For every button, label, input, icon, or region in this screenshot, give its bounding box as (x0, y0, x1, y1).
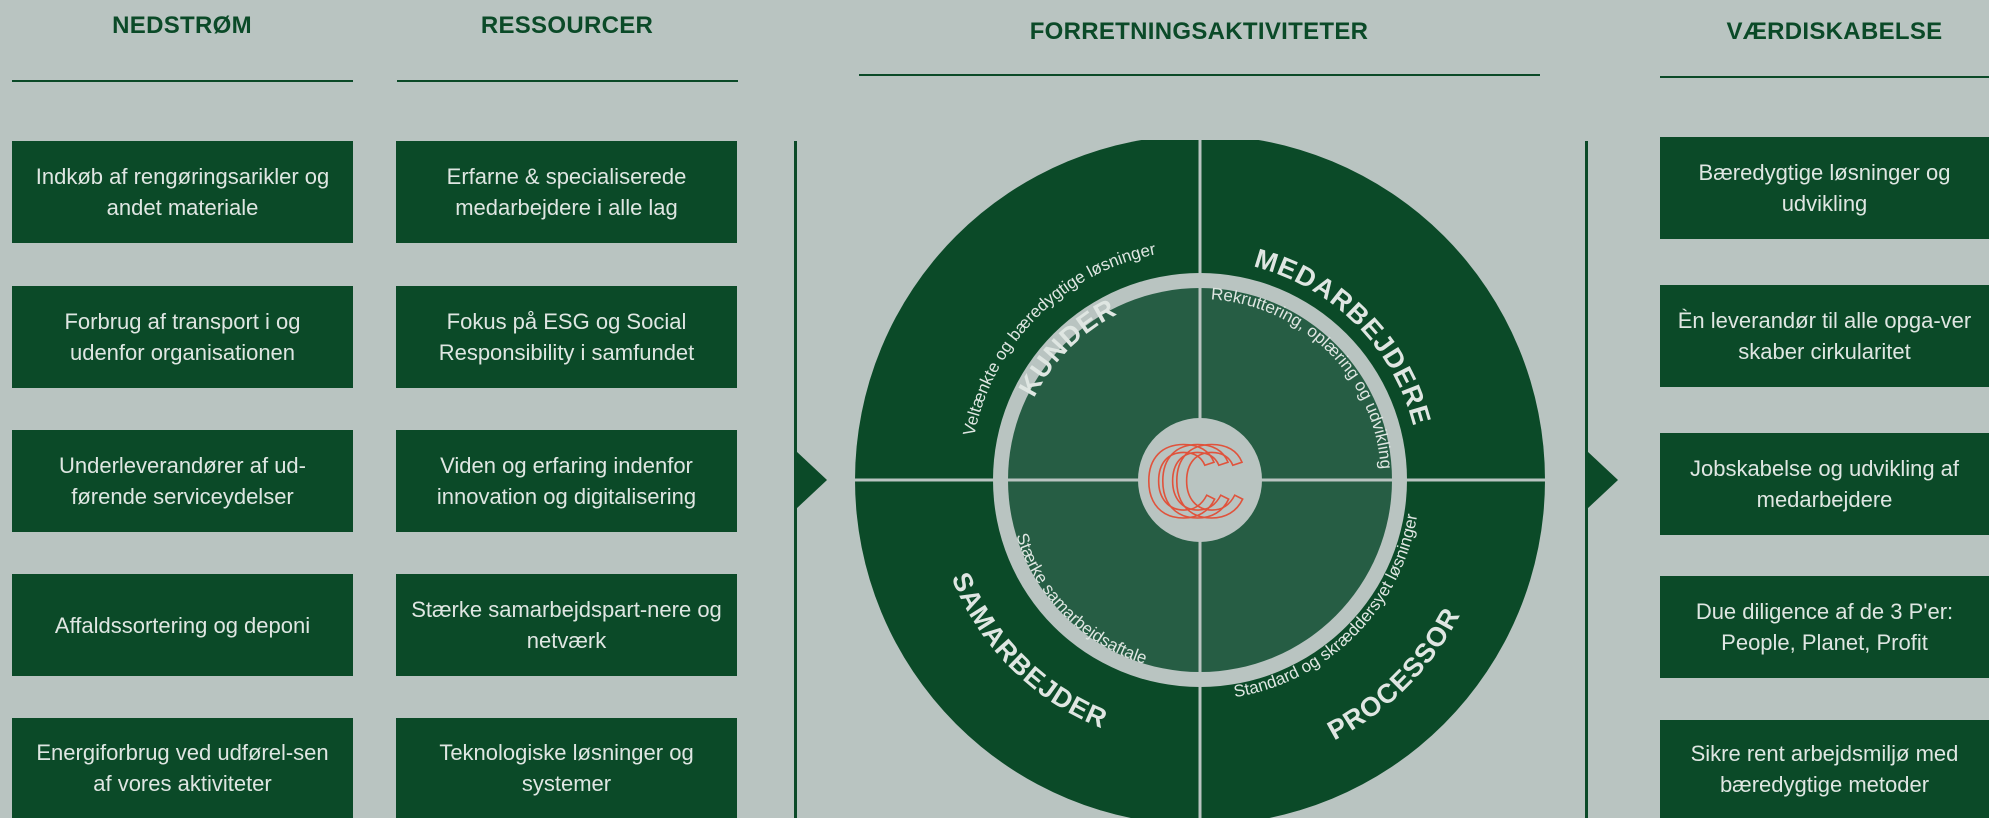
ressourcer-box-1: Erfarne & specialiserede medarbejdere i … (396, 141, 737, 243)
company-logo-icon: C C C (1143, 423, 1248, 541)
business-activities-wheel: C C C KUNDER Veltænkte og bæredygtige lø… (855, 140, 1545, 818)
nedstroem-box-4: Affaldssortering og deponi (12, 574, 353, 676)
arrow-right-right (1587, 451, 1618, 509)
header-vaerdiskabelse: VÆRDISKABELSE (1726, 18, 1943, 45)
header-forretningsaktiviteter-underline (859, 74, 1540, 76)
vaerdi-box-4: Due diligence af de 3 P'er: People, Plan… (1660, 576, 1989, 678)
svg-text:C: C (1171, 424, 1246, 540)
header-nedstroem: NEDSTRØM (112, 12, 252, 39)
svg-text:C: C (1143, 424, 1218, 540)
nedstroem-box-2: Forbrug af transport i og udenfor organi… (12, 286, 353, 388)
ressourcer-box-5: Teknologiske løsninger og systemer (396, 718, 737, 818)
nedstroem-box-3: Underleverandører af ud-førende servicey… (12, 430, 353, 532)
header-nedstroem-underline (12, 80, 353, 82)
header-ressourcer: RESSOURCER (480, 12, 654, 39)
ressourcer-box-3: Viden og erfaring indenfor innovation og… (396, 430, 737, 532)
arrow-right-left (796, 451, 827, 509)
svg-text:C: C (1157, 424, 1232, 540)
wheel-center-disc (1138, 418, 1262, 542)
divider-left (794, 141, 797, 818)
nedstroem-box-5: Energiforbrug ved udførel-sen af vores a… (12, 718, 353, 818)
ressourcer-box-2: Fokus på ESG og Social Responsibility i … (396, 286, 737, 388)
nedstroem-box-1: Indkøb af rengøringsarikler og andet mat… (12, 141, 353, 243)
header-forretningsaktiviteter: FORRETNINGSAKTIVITETER (1029, 18, 1369, 45)
vaerdi-box-3: Jobskabelse og udvikling af medarbejdere (1660, 433, 1989, 535)
header-ressourcer-underline (397, 80, 738, 82)
header-vaerdiskabelse-underline (1660, 76, 1989, 78)
ressourcer-box-4: Stærke samarbejdspart-nere og netværk (396, 574, 737, 676)
vaerdi-box-2: Èn leverandør til alle opga-ver skaber c… (1660, 285, 1989, 387)
vaerdi-box-5: Sikre rent arbejdsmiljø med bæredygtige … (1660, 720, 1989, 818)
divider-right (1585, 141, 1588, 818)
vaerdi-box-1: Bæredygtige løsninger og udvikling (1660, 137, 1989, 239)
